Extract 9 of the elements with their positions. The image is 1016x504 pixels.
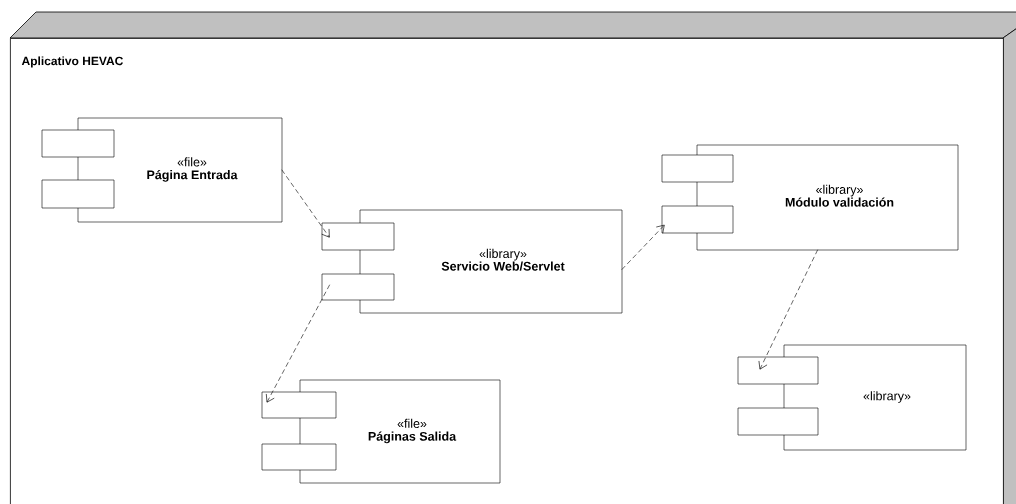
component-box: «file» Página Entrada — [41, 117, 283, 223]
component-box: «library» — [737, 344, 967, 451]
dependency-arrow — [758, 249, 818, 370]
dependency-arrow — [266, 284, 330, 403]
dependency-arrow — [621, 224, 665, 270]
component-box: «file» Páginas Salida — [261, 379, 501, 484]
dependency-arrow — [281, 169, 330, 238]
component-box: «library» Servicio Web/Servlet — [321, 209, 623, 314]
component-box: «library» Módulo validación — [661, 144, 959, 251]
